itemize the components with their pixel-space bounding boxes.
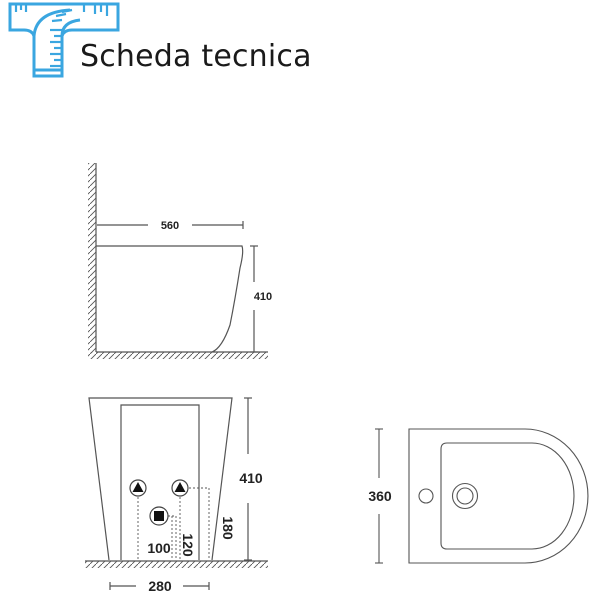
- bidet-top-outline: [408, 428, 589, 564]
- bidet-side-profile: [96, 245, 244, 353]
- drain-outlet-icon: [149, 506, 169, 526]
- drain-outer: [451, 482, 479, 510]
- side-view: [88, 163, 268, 359]
- front-width-label: 280: [148, 578, 172, 594]
- header: Scheda tecnica: [0, 0, 600, 90]
- top-view: [375, 428, 589, 564]
- water-inlet-icon: [129, 479, 147, 497]
- t-square-ruler-icon: [8, 2, 120, 78]
- bidet-front-outline: [88, 397, 233, 561]
- inlet-height-label: 180: [220, 516, 236, 540]
- floor-hatch: [88, 352, 268, 359]
- front-view: [85, 397, 268, 590]
- wall-hatch: [88, 163, 96, 353]
- page-title: Scheda tecnica: [80, 39, 312, 74]
- front-height-label: 410: [239, 470, 263, 486]
- water-inlet-icon: [171, 479, 189, 497]
- tap-hole: [418, 488, 434, 504]
- drain-inner: [456, 487, 474, 505]
- drain-height-label: 120: [180, 533, 196, 557]
- connection-guides: [137, 487, 210, 560]
- bidet-front-inner: [120, 404, 200, 560]
- side-height-label: 410: [254, 291, 272, 303]
- floor-hatch: [85, 561, 268, 568]
- drain-offset-label: 100: [147, 540, 171, 556]
- side-depth-label: 560: [161, 220, 179, 232]
- top-width-label: 360: [368, 488, 392, 504]
- bidet-top-bowl: [440, 442, 575, 550]
